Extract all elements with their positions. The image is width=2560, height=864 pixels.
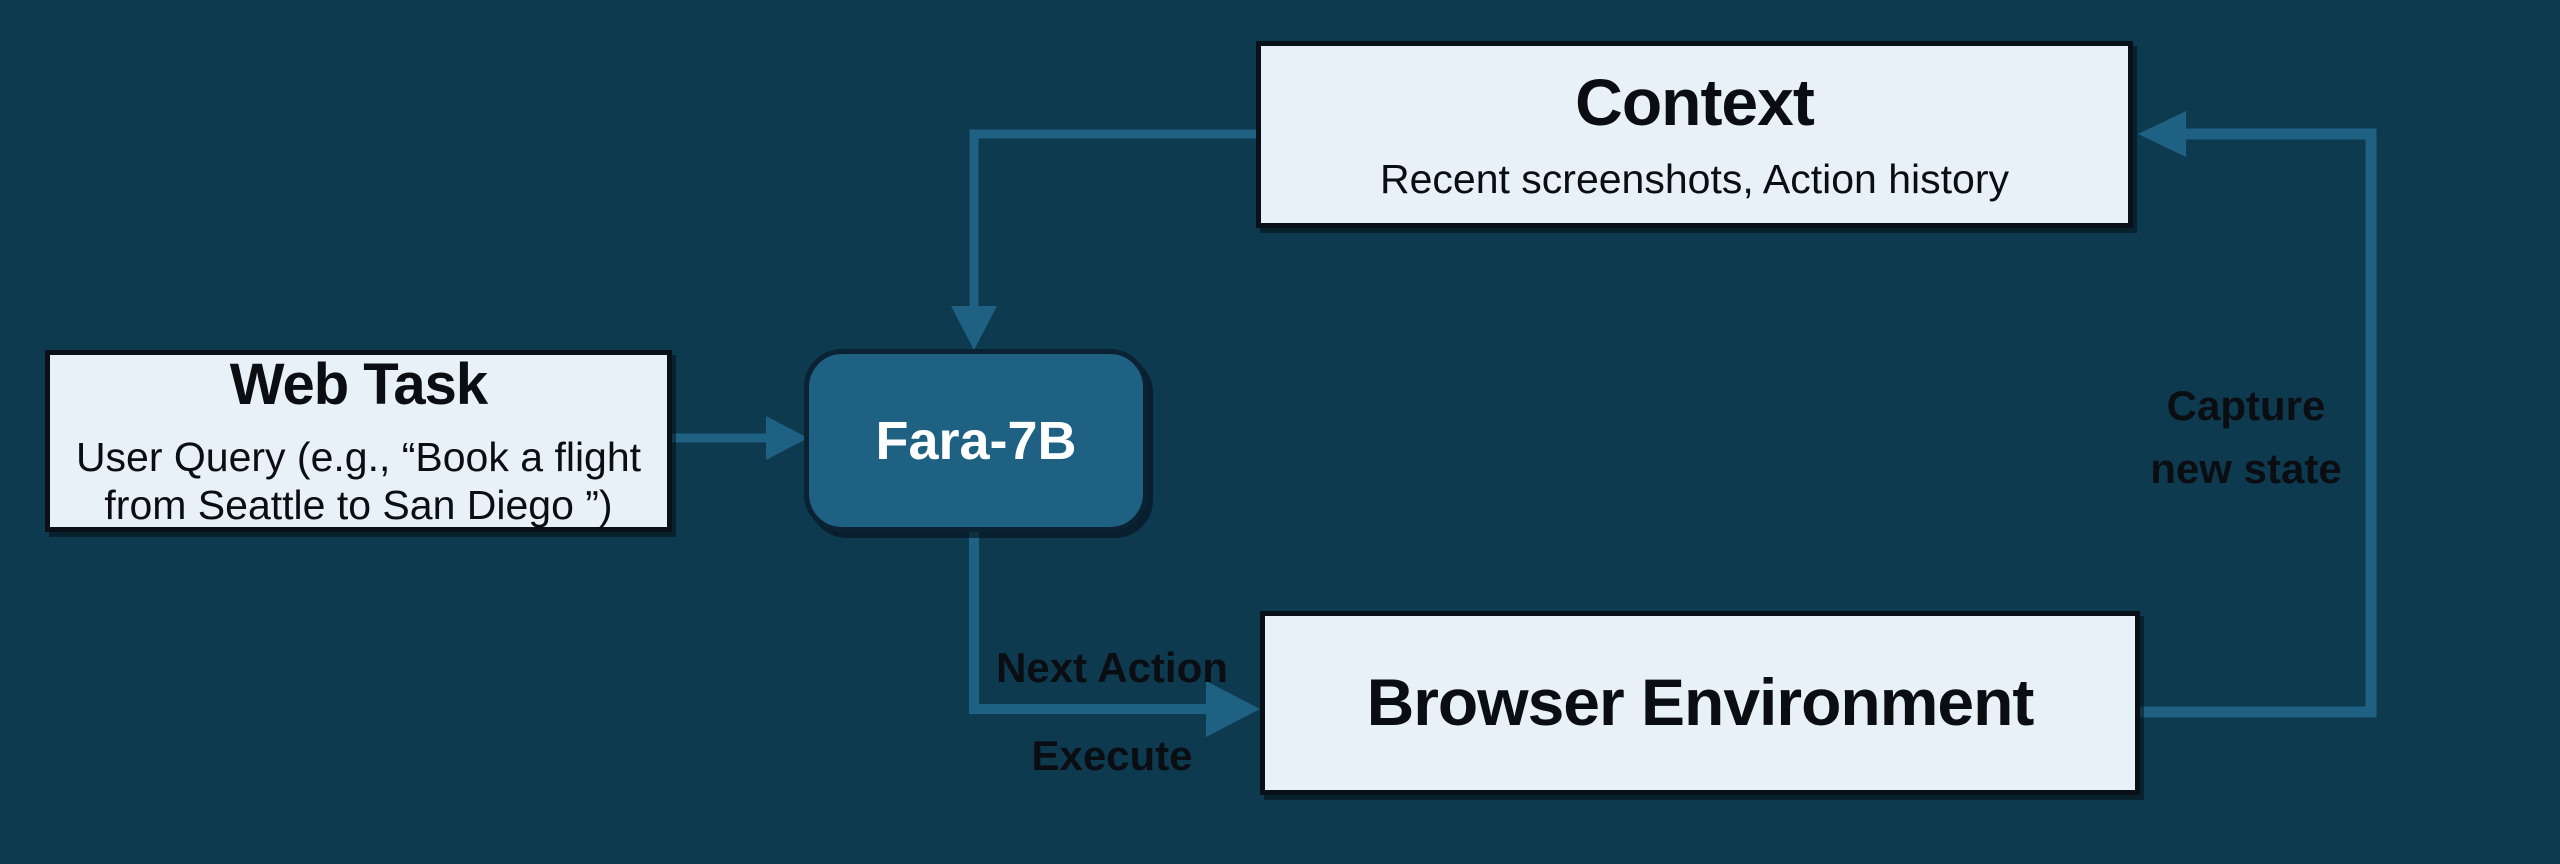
web-task-node: Web Task User Query (e.g., “Book a fligh… (45, 350, 672, 532)
context-node: Context Recent screenshots, Action histo… (1256, 41, 2133, 228)
capture-new-state-label: Capture new state (2096, 374, 2396, 500)
webtask-to-fara-arrow (672, 416, 808, 460)
capture-new-state-line1: Capture (2166, 382, 2326, 429)
web-task-subtitle-line1: User Query (e.g., “Book a flight (75, 433, 642, 480)
fara-to-browser-arrow (969, 531, 1260, 737)
browser-to-context-feedback-arrow (2138, 111, 2377, 718)
context-subtitle: Recent screenshots, Action history (1380, 156, 2009, 203)
web-task-title: Web Task (229, 352, 488, 418)
context-title: Context (1575, 65, 1815, 140)
fara-label: Fara-7B (875, 410, 1077, 471)
context-to-fara-arrow (951, 129, 1256, 350)
capture-new-state-line2: new state (2150, 445, 2342, 492)
browser-environment-node: Browser Environment (1260, 611, 2140, 795)
next-action-label: Next Action (996, 644, 1228, 691)
web-task-subtitle-line2: from Seattle to San Diego ”) (104, 482, 613, 529)
browser-environment-title: Browser Environment (1366, 665, 2035, 740)
execute-label: Execute (1031, 732, 1193, 779)
fara-node: Fara-7B (804, 349, 1148, 532)
